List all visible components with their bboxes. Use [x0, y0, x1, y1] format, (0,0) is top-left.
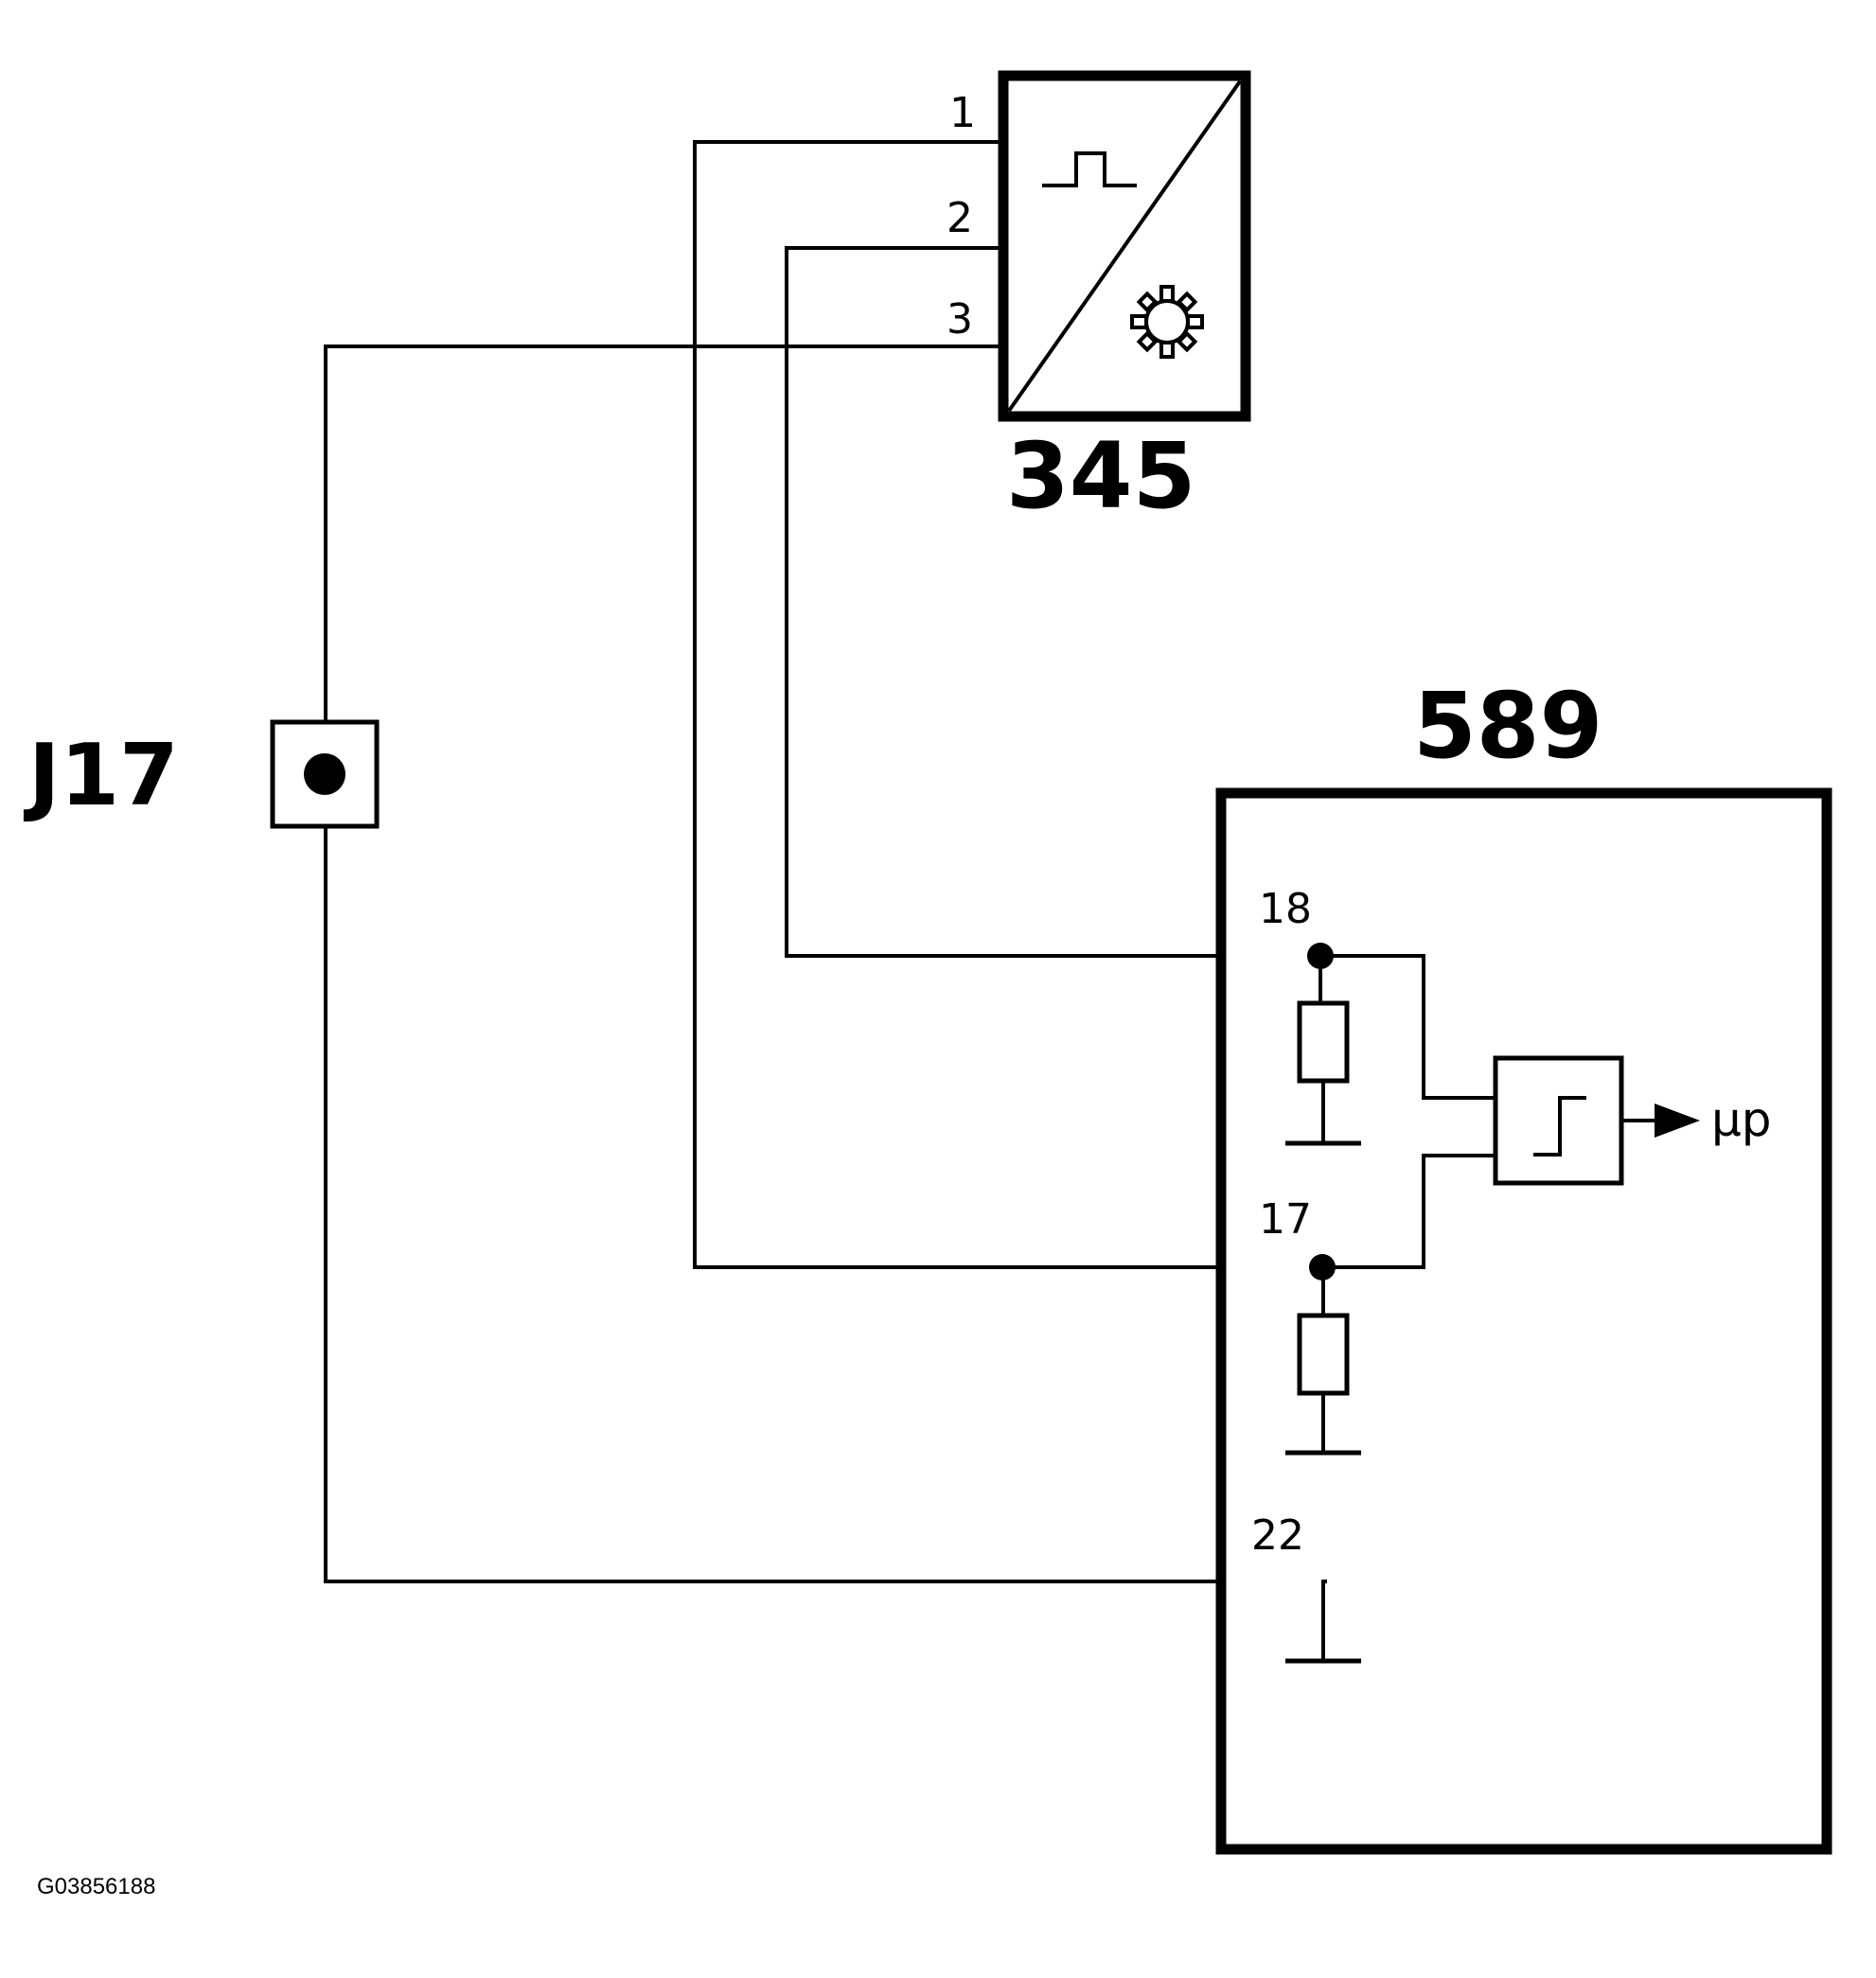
sensor-pin-3-label: 3	[947, 295, 973, 344]
module-589: 589 18 17 μp 22	[1215, 673, 1832, 1855]
sensor-diagonal	[1007, 79, 1242, 413]
gear-icon	[1130, 285, 1204, 359]
microprocessor-label: μp	[1711, 1092, 1772, 1147]
resistor-17	[1297, 1313, 1350, 1396]
wire-pin3-to-ground22	[324, 344, 1327, 1583]
pin-22-ground-line	[1321, 1580, 1327, 1663]
module-pin-17-label: 17	[1259, 1195, 1312, 1244]
sensor-345: 1 2 3 345	[947, 70, 1251, 529]
output-arrow-icon	[1655, 1104, 1700, 1138]
sensor-pin-1-label: 1	[949, 89, 976, 137]
schmitt-trigger-icon	[1533, 1096, 1586, 1157]
resistor-18	[1297, 1000, 1350, 1084]
wire-pin2-to-pin18	[785, 246, 1327, 958]
pulse-signal-icon	[1042, 151, 1137, 187]
connector-label: J17	[23, 726, 179, 825]
wires	[324, 140, 1327, 1583]
figure-code: G03856188	[37, 1874, 155, 1899]
sensor-component-label: 345	[1006, 423, 1195, 529]
module-pin-22-label: 22	[1251, 1511, 1304, 1560]
pin-18-line-2	[1422, 954, 1497, 1100]
connector-j17: J17	[23, 719, 380, 829]
sensor-pin-2-label: 2	[947, 194, 973, 242]
module-pin-18-label: 18	[1259, 885, 1312, 933]
wire-pin1-to-pin17	[693, 140, 1327, 1269]
connector-junction-dot	[304, 753, 345, 795]
pin-17-line-2	[1422, 1154, 1497, 1269]
module-component-label: 589	[1413, 673, 1602, 779]
